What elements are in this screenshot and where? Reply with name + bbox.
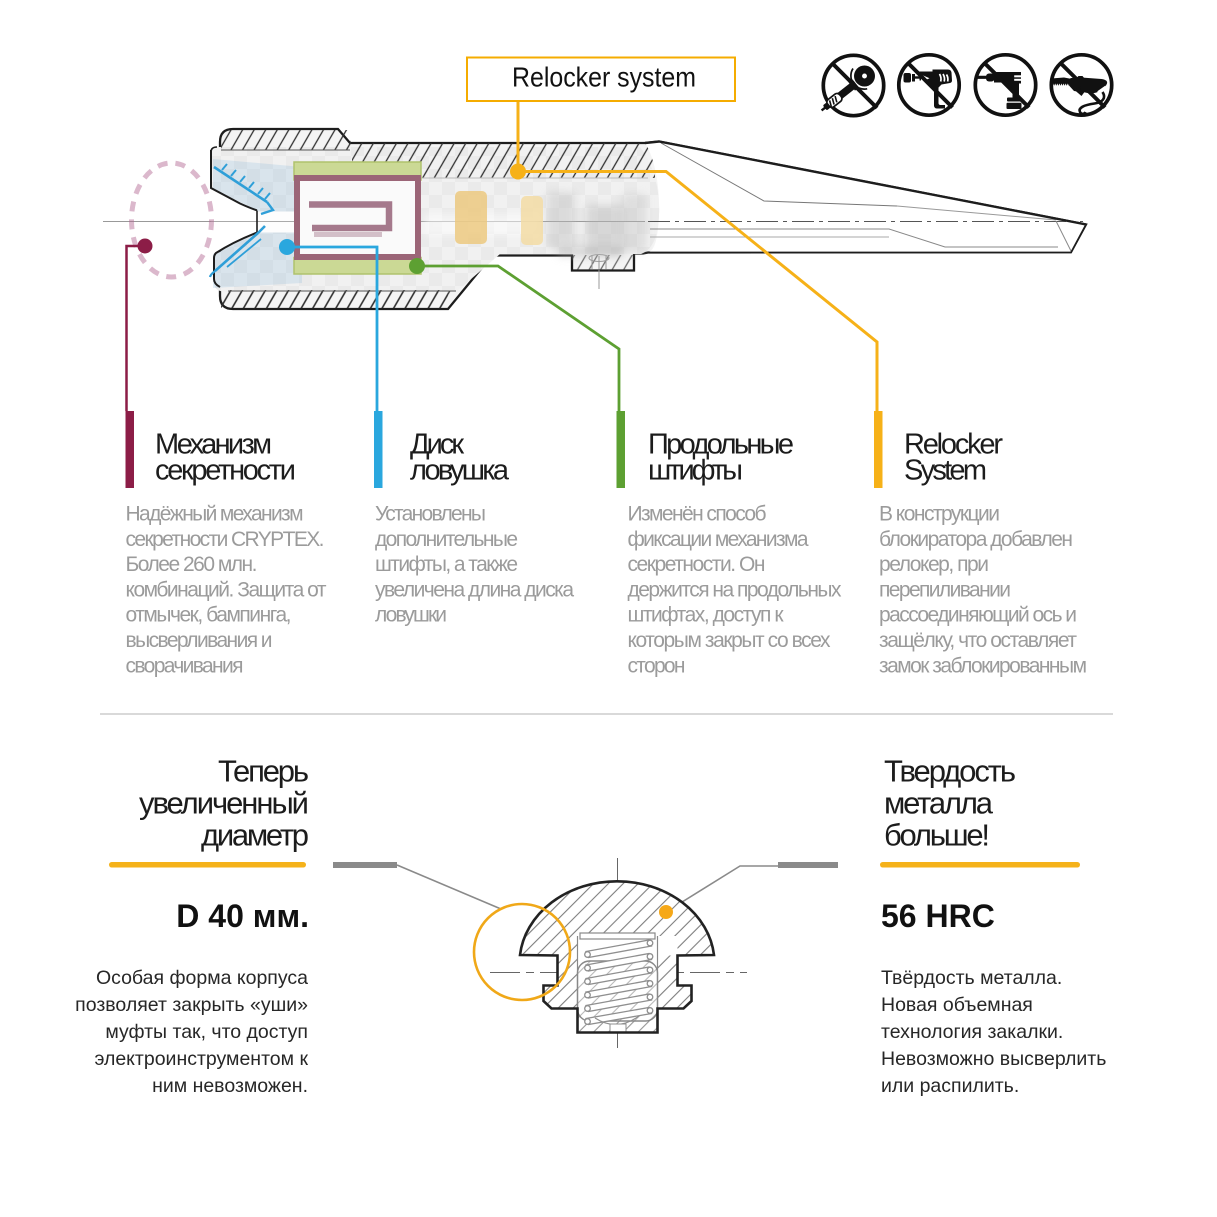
svg-text:Relocker: Relocker: [904, 429, 1003, 461]
svg-text:держится на продольных: держится на продольных: [628, 578, 843, 601]
svg-text:релокер, при: релокер, при: [879, 553, 989, 576]
svg-text:штифты: штифты: [648, 455, 743, 487]
svg-text:секретности. Он: секретности. Он: [628, 553, 766, 576]
svg-text:увеличенный: увеличенный: [139, 786, 309, 821]
svg-text:Теперь: Теперь: [218, 754, 309, 789]
svg-text:или распилить.: или распилить.: [881, 1075, 1019, 1097]
svg-text:металла: металла: [884, 786, 994, 821]
svg-text:больше!: больше!: [884, 818, 990, 853]
svg-text:Установлены: Установлены: [375, 503, 486, 526]
svg-text:муфты так, что доступ: муфты так, что доступ: [105, 1021, 308, 1043]
svg-text:высверливания и: высверливания и: [126, 629, 273, 652]
svg-text:штифтах, доступ к: штифтах, доступ к: [628, 604, 785, 627]
svg-text:Невозможно высверлить: Невозможно высверлить: [881, 1048, 1106, 1070]
svg-text:Твёрдость металла.: Твёрдость металла.: [881, 967, 1062, 989]
svg-text:ним невозможен.: ним невозможен.: [152, 1075, 308, 1097]
svg-text:В конструкции: В конструкции: [879, 503, 1000, 526]
svg-text:Новая объемная: Новая объемная: [881, 994, 1033, 1016]
svg-text:штифты, а также: штифты, а также: [375, 553, 518, 576]
svg-text:защёлку, что оставляет: защёлку, что оставляет: [879, 629, 1077, 652]
svg-text:электроинструментом к: электроинструментом к: [94, 1048, 308, 1070]
svg-text:Более 260 млн.: Более 260 млн.: [126, 553, 258, 576]
svg-text:ловушки: ловушки: [375, 604, 447, 627]
svg-text:Твердость: Твердость: [884, 754, 1016, 789]
svg-text:ловушка: ловушка: [410, 455, 510, 487]
svg-text:рассоединяющий ось и: рассоединяющий ось и: [879, 604, 1077, 627]
svg-text:D 40 мм.: D 40 мм.: [176, 898, 309, 934]
svg-text:Механизм: Механизм: [155, 429, 272, 461]
svg-text:перепиливании: перепиливании: [879, 578, 1011, 601]
svg-text:Изменён способ: Изменён способ: [628, 503, 767, 526]
svg-text:диаметр: диаметр: [201, 818, 309, 853]
svg-text:фиксации механизма: фиксации механизма: [628, 528, 809, 551]
svg-text:Диск: Диск: [410, 429, 464, 461]
svg-text:дополнительные: дополнительные: [375, 528, 518, 551]
svg-text:отмычек, бампинга,: отмычек, бампинга,: [126, 604, 292, 627]
svg-text:позволяет закрыть «уши»: позволяет закрыть «уши»: [75, 994, 308, 1016]
svg-text:увеличена длина диска: увеличена длина диска: [375, 578, 574, 601]
svg-text:Relocker system: Relocker system: [512, 62, 696, 93]
svg-text:которым закрыт со всех: которым закрыт со всех: [628, 629, 832, 652]
svg-text:технология закалки.: технология закалки.: [881, 1021, 1063, 1043]
svg-text:Продольные: Продольные: [648, 429, 794, 461]
svg-text:замок заблокированным: замок заблокированным: [879, 654, 1087, 677]
svg-text:сторон: сторон: [628, 654, 686, 677]
svg-text:System: System: [904, 455, 987, 487]
svg-text:секретности: секретности: [155, 455, 296, 487]
svg-text:Особая форма корпуса: Особая форма корпуса: [96, 967, 308, 989]
svg-text:секретности CRYPTEX.: секретности CRYPTEX.: [126, 528, 325, 551]
svg-text:комбинаций. Защита от: комбинаций. Защита от: [126, 578, 327, 601]
svg-text:сворачивания: сворачивания: [126, 654, 244, 677]
svg-text:блокиратора добавлен: блокиратора добавлен: [879, 528, 1073, 551]
svg-text:Надёжный механизм: Надёжный механизм: [126, 503, 304, 526]
svg-text:56 HRC: 56 HRC: [881, 898, 995, 934]
